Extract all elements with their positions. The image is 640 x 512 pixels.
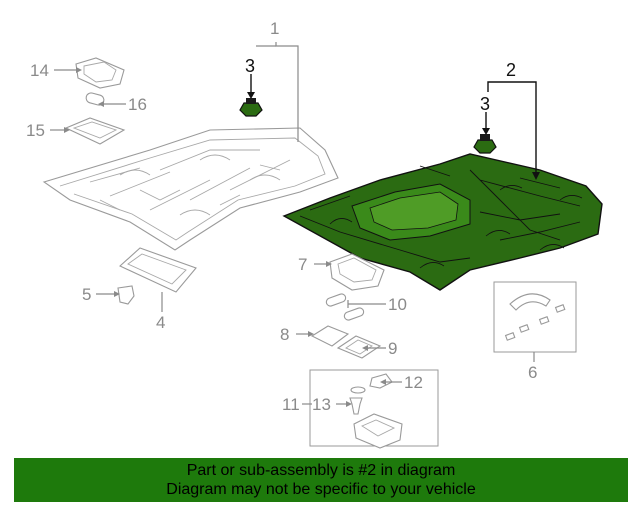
leader-lines-dark	[247, 74, 540, 180]
callout-3-right: 3	[480, 94, 490, 114]
grommet-part[interactable]	[350, 386, 366, 394]
info-banner: Part or sub-assembly is #2 in diagram Di…	[14, 458, 628, 502]
leader-lines	[50, 42, 535, 407]
callout-2: 2	[506, 60, 516, 80]
lens-part-15[interactable]	[64, 117, 126, 145]
callout-15: 15	[26, 121, 45, 140]
callout-11: 11	[282, 395, 300, 414]
headliner-part-1[interactable]	[42, 127, 339, 251]
lamp-assembly-part-4[interactable]	[119, 247, 197, 293]
callout-13: 13	[312, 395, 331, 414]
callout-7: 7	[298, 255, 307, 274]
clip-part-3-right[interactable]	[473, 134, 497, 154]
clip-part-12[interactable]	[369, 373, 393, 389]
callout-8: 8	[280, 325, 289, 344]
clip-part-5[interactable]	[117, 285, 135, 305]
callout-16: 16	[128, 95, 147, 114]
callout-14: 14	[30, 61, 49, 80]
banner-line-1: Part or sub-assembly is #2 in diagram	[186, 462, 456, 479]
clip-part-3-left[interactable]	[239, 98, 263, 117]
banner-line-2: Diagram may not be specific to your vehi…	[166, 481, 476, 498]
callout-12: 12	[404, 373, 423, 392]
callout-9: 9	[388, 339, 397, 358]
bulbs-part-10[interactable]	[325, 293, 365, 321]
headliner-part-2[interactable]	[282, 153, 603, 291]
callout-1: 1	[270, 19, 279, 38]
sub-assembly-box-6	[493, 281, 577, 353]
callout-5: 5	[82, 285, 91, 304]
grab-handle-part-6[interactable]	[504, 293, 566, 341]
lens-part-9[interactable]	[336, 335, 382, 359]
lamp-housing-part-14[interactable]	[75, 57, 125, 89]
callout-10: 10	[388, 295, 407, 314]
lens-part-8[interactable]	[310, 325, 350, 347]
callout-6: 6	[528, 363, 537, 382]
callout-3-left: 3	[245, 56, 255, 76]
callout-4: 4	[156, 313, 165, 332]
bracket-part-11[interactable]	[353, 413, 403, 449]
map-lamp-part-7[interactable]	[329, 253, 385, 291]
screw-part-13[interactable]	[349, 397, 363, 415]
parts-diagram: 1 3 2 3 14 16 15 5 4 7 10 8 9 12 11 13 6	[26, 19, 603, 449]
